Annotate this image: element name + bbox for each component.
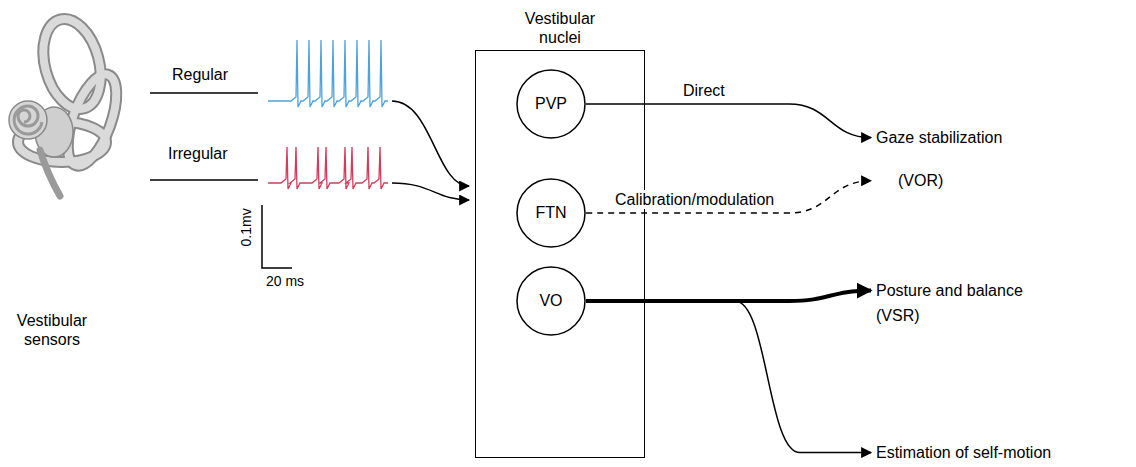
signal-name: Regular	[172, 65, 228, 84]
box-heading-holder: Vestibular nuclei	[476, 9, 644, 47]
nucleus-name: VO	[539, 292, 562, 310]
circle-shape	[517, 179, 585, 247]
scale-value: 20 ms	[266, 273, 304, 290]
box-heading: Vestibular nuclei	[516, 9, 604, 47]
circle-text-holder: PVP	[516, 69, 586, 139]
scale-value: 0.1mv	[238, 208, 255, 246]
target-text: Estimation of self-motion	[876, 443, 1051, 462]
pathway-label: Direct	[681, 81, 727, 100]
signal-pathway	[586, 104, 871, 138]
regular-afferent-line	[150, 92, 258, 94]
nucleus-circle: FTN	[516, 178, 586, 248]
spike-traces	[268, 40, 388, 189]
circle-text-holder: FTN	[516, 178, 586, 248]
signal-pathway	[586, 291, 871, 301]
signal-pathway	[586, 181, 871, 213]
circle-shape	[517, 267, 585, 335]
circle-shape	[517, 70, 585, 138]
nerve-stub	[40, 150, 60, 196]
cochlea	[9, 101, 47, 139]
scale-bar	[262, 205, 292, 268]
inner-ear-illustration	[9, 13, 126, 196]
target-text: (VSR)	[876, 306, 920, 325]
irregular-spike-train	[268, 147, 388, 189]
irregular-afferent-line	[150, 179, 258, 181]
output-target: Gaze stabilization (VOR)	[876, 128, 1002, 190]
nucleus-circle: PVP	[516, 69, 586, 139]
signal-name: Irregular	[168, 144, 228, 163]
output-target: Estimation of self-motion	[876, 443, 1051, 462]
nucleus-circle: VO	[516, 266, 586, 336]
target-text: (VOR)	[898, 171, 943, 190]
circle-text-holder: VO	[516, 266, 586, 336]
cochlea-spiral	[14, 106, 42, 134]
nucleus-name: PVP	[535, 95, 567, 113]
anterior-canal-fill	[34, 13, 110, 116]
output-target: Posture and balance (VSR)	[876, 281, 1023, 325]
pathway-label: Calibration/modulation	[613, 190, 776, 209]
part-name: Vestibular sensors	[6, 311, 98, 349]
nucleus-name: FTN	[535, 204, 566, 222]
regular-spike-train	[268, 40, 388, 107]
input-arrow	[392, 101, 469, 186]
anterior-canal	[34, 13, 110, 116]
input-arrow	[392, 183, 469, 200]
target-text: Gaze stabilization	[876, 128, 1002, 147]
nuclei-box: Vestibular nucleiPVPFTNVO	[475, 50, 645, 458]
signal-pathway	[586, 301, 871, 453]
target-text: Posture and balance	[876, 281, 1023, 300]
